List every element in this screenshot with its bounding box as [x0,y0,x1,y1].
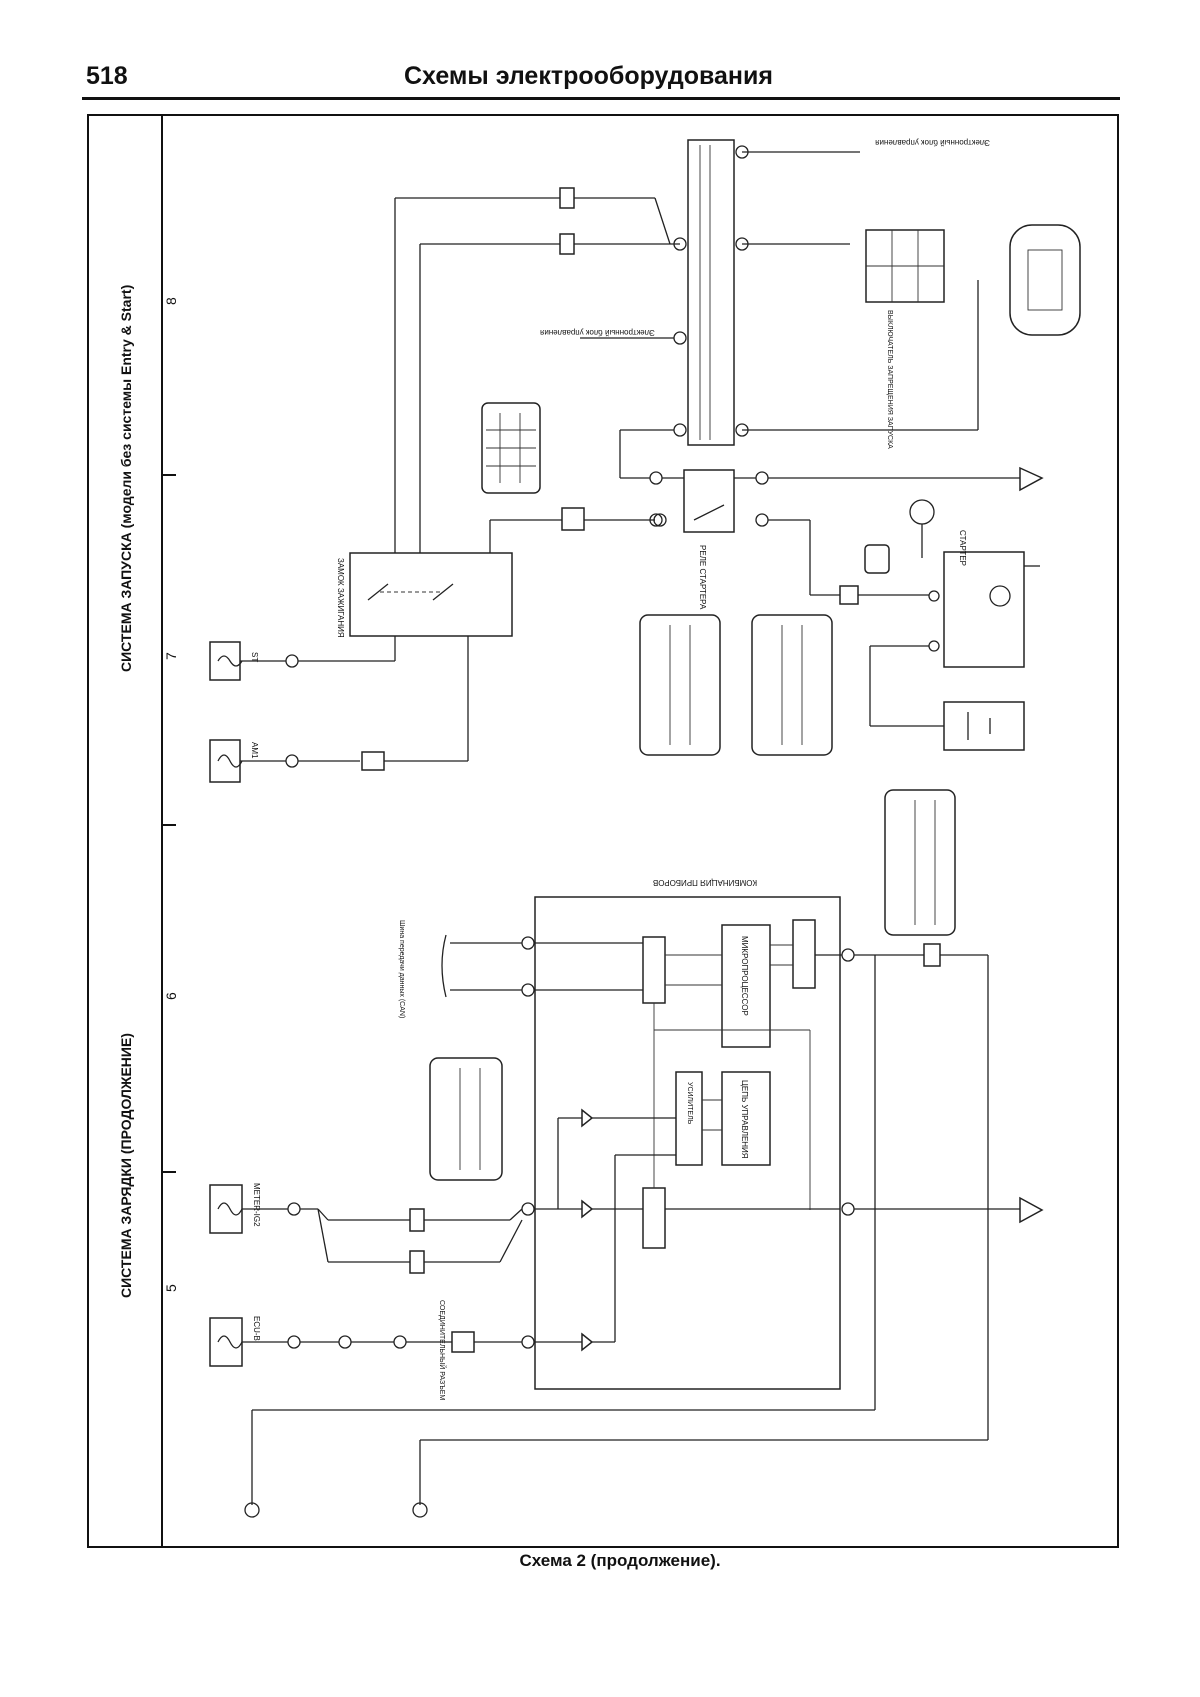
can-bus-label: Шина передачи данных (CAN) [398,920,405,1018]
ignition-switch-label: ЗАМОК ЗАЖИГАНИЯ [336,558,345,638]
section-title-starting: СИСТЕМА ЗАПУСКА (модели без системы Entr… [118,285,134,672]
amplifier-label: УСИЛИТЕЛЬ [686,1082,693,1125]
battery [869,645,1025,751]
fuse-label-st: ST [250,652,259,662]
starter-label: СТАРТЕР [958,530,967,566]
starter-relay: РЕЛЕ СТАРТЕРА [619,429,1020,610]
fuse-ecu-b: ECU-B [209,1316,261,1367]
connector-sketch-lower [429,789,956,1181]
grid-number: 7 [163,652,179,660]
can-bus: Шина передачи данных (CAN) [398,920,643,1018]
section-title-charging: СИСТЕМА ЗАРЯДКИ (ПРОДОЛЖЕНИЕ) [118,1033,134,1298]
grid-number: 6 [163,992,179,1000]
fuse-st: ST [209,641,259,681]
connector-sketch [481,402,541,494]
grid-ticks [162,474,176,1173]
ground-symbol [1019,466,1044,1224]
grid-number: 8 [163,297,179,305]
fuse-label-meter: METER-IG2 [252,1183,261,1227]
clutch-switch: ВЫКЛЮЧАТЕЛЬ ЗАПРЕЩЕНИЯ ЗАПУСКА [865,229,945,449]
running-title: Схемы электрооборудования [404,62,773,90]
ecu-note-2: Электронный блок управления [875,138,990,147]
clutch-switch-label: ВЫКЛЮЧАТЕЛЬ ЗАПРЕЩЕНИЯ ЗАПУСКА [886,310,893,449]
ecu-note-1: Электронный блок управления [540,328,655,337]
fuse-am1: AM1 [209,739,259,783]
page-number: 518 [86,62,128,90]
microprocessor-label: МИКРОПРОЦЕССОР [740,936,749,1016]
combination-meter: КОМБИНАЦИЯ ПРИБОРОВ МИКРОПРОЦЕССОР ЦЕПЬ … [534,878,841,1390]
fuse-label-am1: AM1 [250,742,259,759]
diagnostic-connector-column: Электронный блок управления Электронный … [540,138,990,446]
grid-number: 5 [163,1284,179,1292]
connector-sketch-large [639,614,833,756]
control-circuit-label: ЦЕПЬ УПРАВЛЕНИЯ [740,1080,749,1159]
terminal-ring [864,499,935,574]
round-connector [1009,224,1081,336]
diag-connector-label: СОЕДИНИТЕЛЬНЫЙ РАЗЪЕМ [438,1300,447,1400]
charging-wiring: СОЕДИНИТЕЛЬНЫЙ РАЗЪЕМ [242,1202,535,1400]
header-rule [82,97,1120,100]
ignition-wiring [240,600,469,771]
fuse-meter: METER-IG2 [209,1183,261,1234]
meter-output-wiring [244,943,1020,1518]
upper-wiring [394,187,680,553]
starter-relay-label: РЕЛЕ СТАРТЕРА [698,545,707,610]
page-frame [87,114,1119,1548]
combination-meter-label: КОМБИНАЦИЯ ПРИБОРОВ [653,878,757,887]
figure-caption: Схема 2 (продолжение). [519,1551,721,1570]
ignition-switch: ЗАМОК ЗАЖИГАНИЯ [336,552,513,638]
fuse-label-ecu-b: ECU-B [252,1316,261,1341]
